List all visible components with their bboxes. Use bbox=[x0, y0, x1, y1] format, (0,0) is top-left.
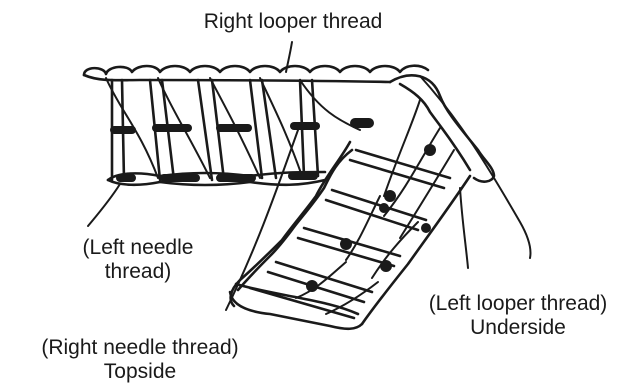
topside-bottom-edge bbox=[108, 180, 325, 185]
topside-stitch-legs bbox=[112, 80, 318, 180]
underside-looper-diagonals bbox=[296, 100, 454, 314]
label-right-looper-thread: Right looper thread bbox=[168, 10, 418, 34]
label-left-looper-thread: (Left looper thread) Underside bbox=[398, 292, 638, 340]
topside-top-edge-loops bbox=[84, 66, 428, 75]
right-needle-line2: Topside bbox=[4, 360, 276, 384]
leader-left-needle bbox=[88, 184, 120, 226]
leader-left-looper bbox=[460, 188, 468, 268]
left-looper-line1: (Left looper thread) bbox=[398, 292, 638, 316]
label-left-needle-thread: (Left needle thread) bbox=[58, 236, 218, 284]
right-needle-line1: (Right needle thread) bbox=[4, 336, 276, 360]
label-right-needle-thread: (Right needle thread) Topside bbox=[4, 336, 276, 384]
right-looper-text: Right looper thread bbox=[168, 10, 418, 34]
topside-needle-knots bbox=[110, 118, 374, 182]
left-needle-line2: thread) bbox=[58, 260, 218, 284]
underside-left-edge bbox=[231, 142, 350, 306]
underside-seam bbox=[230, 75, 531, 328]
topside-top-edge-lower bbox=[84, 75, 390, 82]
left-needle-line1: (Left needle bbox=[58, 236, 218, 260]
left-looper-line2: Underside bbox=[398, 316, 638, 340]
underside-outer-looper bbox=[420, 76, 531, 258]
